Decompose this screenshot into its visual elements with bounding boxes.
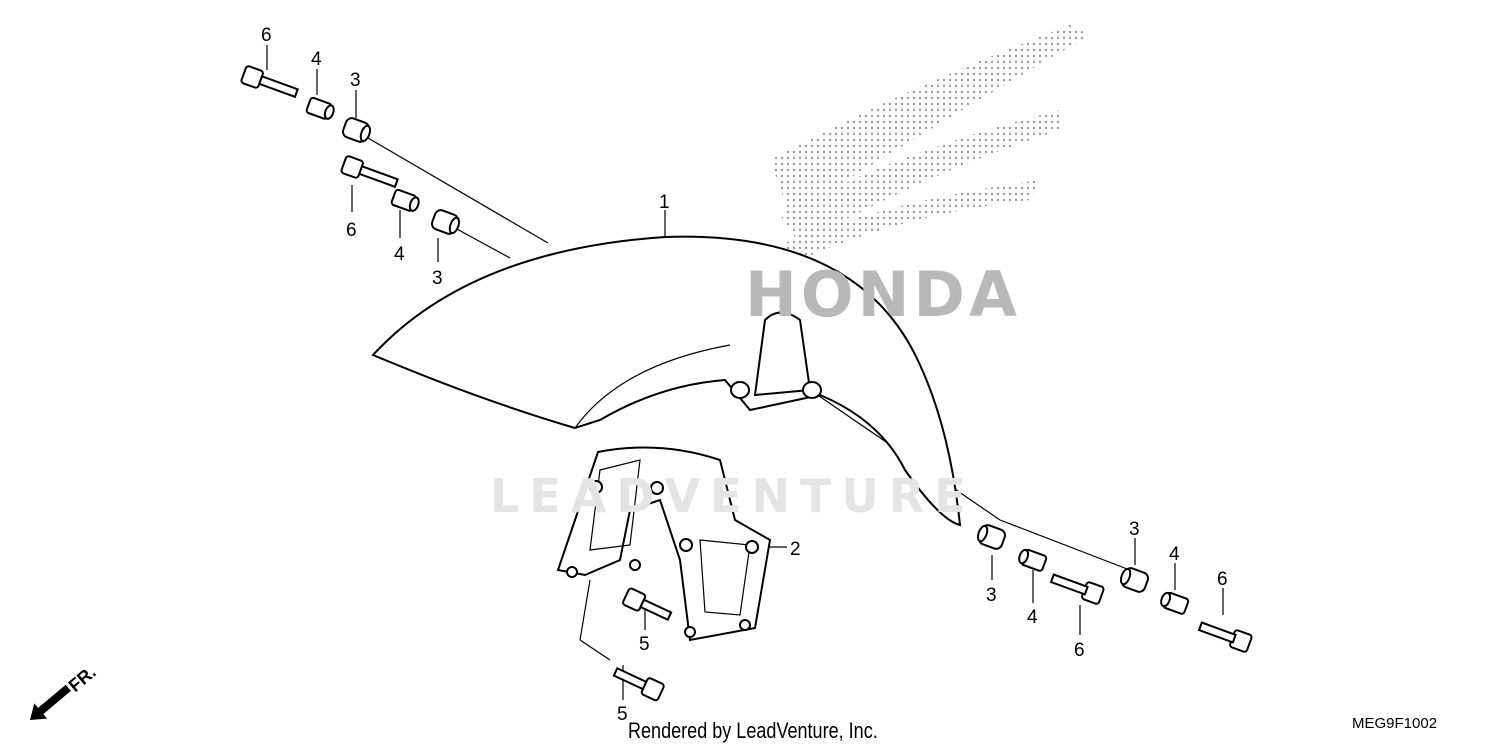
callout: 4 — [311, 49, 322, 70]
callout: 2 — [790, 539, 801, 560]
leader-lines — [266, 45, 1224, 700]
honda-wing-logo: HONDA — [745, 258, 1021, 331]
collar-4 — [305, 96, 335, 120]
rendered-by-credit: Rendered by LeadVenture, Inc. — [628, 718, 878, 743]
callout: 6 — [1074, 640, 1085, 661]
callout-labels: 6 4 3 6 4 3 1 2 3 4 6 3 4 6 5 5 — [261, 25, 1228, 725]
bolt-6 — [1197, 621, 1253, 653]
callout: 6 — [261, 25, 272, 46]
bolt-6 — [340, 155, 399, 189]
callout: 1 — [659, 192, 670, 213]
honda-wing-shape — [770, 25, 1090, 260]
bolt-6 — [240, 65, 299, 99]
callout: 4 — [394, 244, 405, 265]
hardware — [240, 65, 1253, 702]
callout: 3 — [1129, 519, 1140, 540]
callout: 3 — [432, 268, 443, 289]
collar-4 — [1018, 548, 1048, 572]
callout: 6 — [346, 220, 357, 241]
grommet-3 — [430, 209, 461, 235]
fender-bracket — [556, 446, 772, 642]
front-fender — [371, 235, 962, 527]
bolt-5 — [622, 587, 673, 622]
callout: 4 — [1169, 544, 1180, 565]
callout: 3 — [350, 70, 361, 91]
collar-4 — [1160, 591, 1190, 615]
callout: 6 — [1217, 569, 1228, 590]
callout: 3 — [986, 585, 997, 606]
watermark: LEADVENTURE — [490, 469, 976, 523]
bolt-5 — [612, 666, 665, 702]
callout: 4 — [1027, 607, 1038, 628]
bolt-6 — [1049, 573, 1105, 605]
callout: 5 — [617, 704, 628, 725]
front-direction-arrow: FR. — [30, 662, 100, 720]
collar-4 — [390, 188, 420, 212]
grommet-3 — [341, 117, 372, 143]
diagram-code: MEG9F1002 — [1352, 715, 1438, 732]
grommet-3 — [1119, 567, 1150, 593]
grommet-3 — [976, 524, 1007, 550]
callout: 5 — [639, 634, 650, 655]
